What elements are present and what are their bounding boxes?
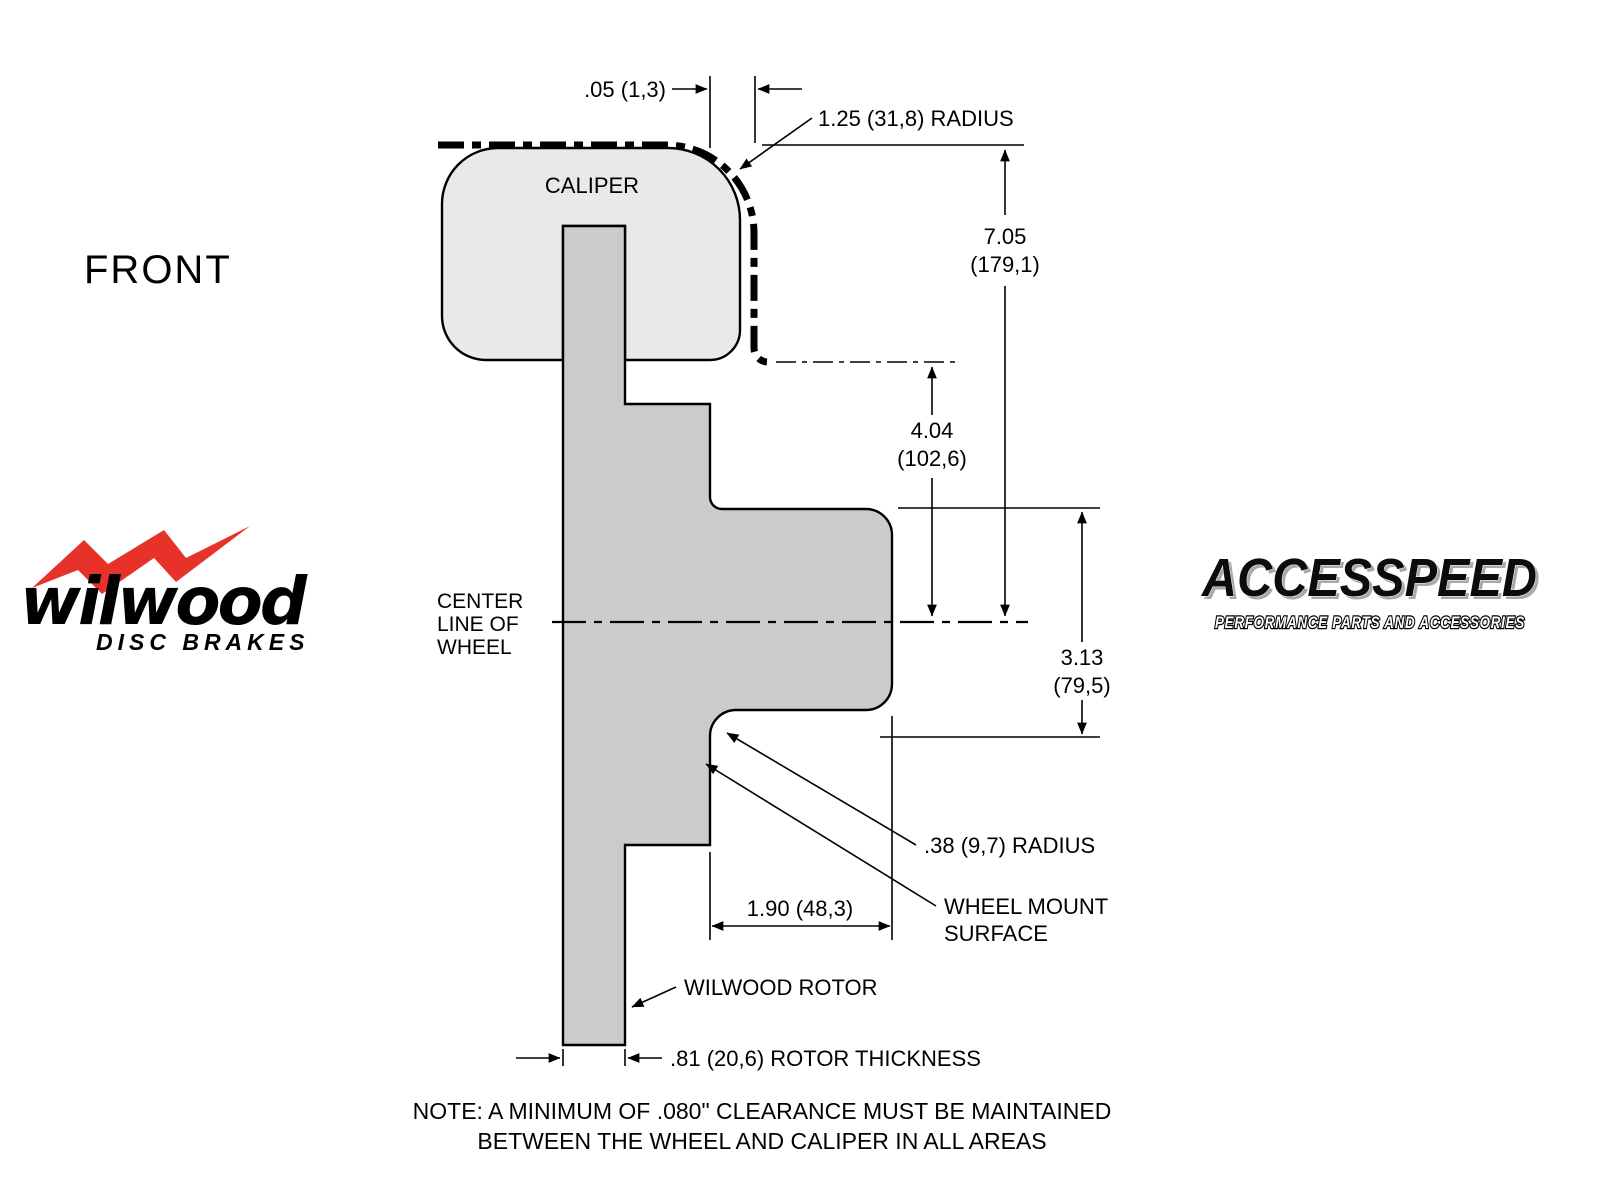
caliper-label: CALIPER <box>545 173 639 198</box>
note-line2: BETWEEN THE WHEEL AND CALIPER IN ALL ARE… <box>477 1128 1046 1154</box>
note: NOTE: A MINIMUM OF .080" CLEARANCE MUST … <box>413 1098 1112 1154</box>
dim-flange-width: 1.90 (48,3) <box>709 716 893 940</box>
dim-top-gap: .05 (1,3) <box>584 76 802 148</box>
wheel-mount-label-line1: WHEEL MOUNT <box>944 894 1108 919</box>
dim-top-gap-label: .05 (1,3) <box>584 77 666 102</box>
callout-wheel-mount-surface: WHEEL MOUNT SURFACE <box>705 763 1108 946</box>
rotor-hat-shape <box>561 224 894 1047</box>
centerline-label-line1: CENTER <box>437 590 523 613</box>
accesspeed-wordmark: ACCESSPEED <box>1200 548 1537 608</box>
dim-3-13-value: 3.13 <box>1061 645 1104 670</box>
dim-mount-offset: 3.13 (79,5) <box>880 507 1111 738</box>
caliper-shape <box>440 146 742 362</box>
dim-wheel-inner: 4.04 (102,6) <box>776 361 967 617</box>
callout-fillet-radius: .38 (9,7) RADIUS <box>726 732 1095 858</box>
accesspeed-subtitle: PERFORMANCE PARTS AND ACCESSORIES <box>1215 613 1525 632</box>
centerline-label: CENTER LINE OF WHEEL <box>437 590 523 659</box>
leader-line <box>631 986 677 1008</box>
dim-outer-radius: 7.05 (179,1) <box>762 144 1040 617</box>
leader-line <box>705 763 937 907</box>
accesspeed-wordmark-shadow: ACCESSPEED <box>1203 551 1540 611</box>
wilwood-rotor-label: WILWOOD ROTOR <box>684 975 878 1000</box>
dim-3-13-metric: (79,5) <box>1053 673 1110 698</box>
callout-wilwood-rotor: WILWOOD ROTOR <box>631 975 878 1008</box>
centerline-label-line3: WHEEL <box>437 636 512 659</box>
fillet-radius-label: .38 (9,7) RADIUS <box>924 833 1095 858</box>
note-line1: NOTE: A MINIMUM OF .080" CLEARANCE MUST … <box>413 1098 1112 1124</box>
dim-7-05-metric: (179,1) <box>970 252 1040 277</box>
leader-line <box>726 732 917 846</box>
rotor-thickness-label: .81 (20,6) ROTOR THICKNESS <box>670 1046 981 1071</box>
wilwood-logo: wilwood DISC BRAKES <box>20 526 311 655</box>
wilwood-swoosh-icon <box>32 526 250 594</box>
view-label: FRONT <box>84 248 232 292</box>
dim-1-90-label: 1.90 (48,3) <box>747 896 853 921</box>
centerline-label-line2: LINE OF <box>437 613 519 636</box>
dim-caliper-radius: 1.25 (31,8) RADIUS <box>739 106 1014 170</box>
dim-rotor-thickness: .81 (20,6) ROTOR THICKNESS <box>516 1046 981 1071</box>
caliper-radius-label: 1.25 (31,8) RADIUS <box>818 106 1014 131</box>
dim-7-05-value: 7.05 <box>984 224 1027 249</box>
wheel-mount-label-line2: SURFACE <box>944 921 1048 946</box>
dim-4-04-metric: (102,6) <box>897 446 967 471</box>
leader-line <box>739 117 813 170</box>
dim-4-04-value: 4.04 <box>911 418 954 443</box>
wilwood-wordmark: wilwood <box>20 563 308 640</box>
wilwood-subtitle: DISC BRAKES <box>96 629 309 655</box>
wheel-profile-dashed-line <box>438 141 773 366</box>
accesspeed-logo: ACCESSPEED ACCESSPEED PERFORMANCE PARTS … <box>1200 548 1540 634</box>
